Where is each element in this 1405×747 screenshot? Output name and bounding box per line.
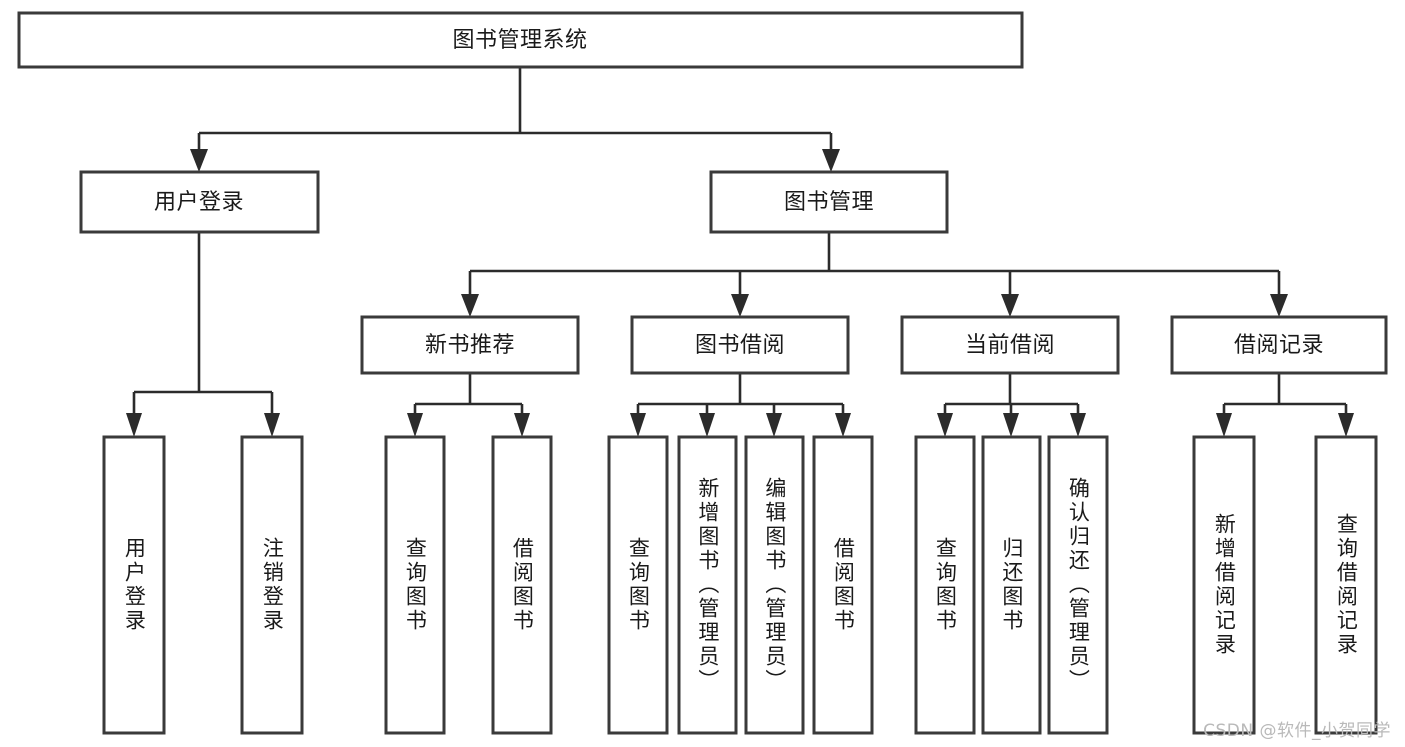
leaf-box-book-borrow-2[interactable]: [744, 435, 805, 735]
connector-group-borrowrecord-to-leaves: [1216, 373, 1354, 437]
node-current-borrow[interactable]: 当前借阅: [900, 315, 1120, 375]
node-root[interactable]: 图书管理系统: [17, 11, 1024, 69]
leaf-box-book-borrow-1[interactable]: [677, 435, 738, 735]
connector-group-bookmgmt-to-level3: [461, 232, 1288, 317]
arrow-head-icon: [190, 149, 208, 172]
node-user-login-box[interactable]: [79, 170, 320, 234]
node-book-management-label: 图书管理: [784, 190, 874, 215]
node-book-borrow-label: 图书借阅: [695, 333, 785, 358]
node-book-borrow-box[interactable]: [630, 315, 850, 375]
node-user-login[interactable]: 用户登录: [79, 170, 320, 234]
leaf-box-new-book-1[interactable]: [491, 435, 553, 735]
leaf-boxes-borrow-record: [1192, 435, 1378, 735]
node-user-login-label: 用户登录: [154, 190, 244, 215]
leaf-box-current-borrow-0[interactable]: [914, 435, 976, 735]
leaf-boxes-current-borrow: [914, 435, 1109, 735]
node-current-borrow-label: 当前借阅: [965, 333, 1055, 358]
node-new-book-recommend[interactable]: 新书推荐: [360, 315, 580, 375]
csdn-watermark: CSDN @软件_小贺同学: [1203, 721, 1391, 741]
leaf-boxes-user-login: [102, 435, 304, 735]
leaf-box-user-login-0[interactable]: [102, 435, 166, 735]
arrow-head-icon: [1070, 413, 1086, 437]
leaf-boxes-new-book-recommend: [384, 435, 553, 735]
node-root-label: 图书管理系统: [452, 28, 587, 53]
leaf-boxes-book-borrow: [607, 435, 874, 735]
connector-group-root-to-level2: [190, 67, 840, 172]
arrow-head-icon: [264, 413, 280, 437]
arrow-head-icon: [822, 149, 840, 172]
arrow-head-icon: [937, 413, 953, 437]
leaf-box-borrow-record-1[interactable]: [1314, 435, 1378, 735]
leaf-box-book-borrow-0[interactable]: [607, 435, 669, 735]
arrow-head-icon: [514, 413, 530, 437]
node-current-borrow-box[interactable]: [900, 315, 1120, 375]
node-root-box[interactable]: [17, 11, 1024, 69]
arrow-head-icon: [126, 413, 142, 437]
arrow-head-icon: [835, 413, 851, 437]
leaf-box-borrow-record-0[interactable]: [1192, 435, 1256, 735]
arrow-head-icon: [766, 413, 782, 437]
connector-group-currentborrow-to-leaves: [937, 373, 1086, 437]
arrow-head-icon: [699, 413, 715, 437]
arrow-head-icon: [1338, 413, 1354, 437]
arrow-head-icon: [461, 294, 479, 317]
arrow-head-icon: [731, 294, 749, 317]
node-borrow-record-label: 借阅记录: [1234, 333, 1324, 358]
connector-group-newbook-to-leaves: [407, 373, 530, 437]
arrow-head-icon: [1216, 413, 1232, 437]
node-borrow-record-box[interactable]: [1170, 315, 1388, 375]
arrow-head-icon: [1001, 294, 1019, 317]
node-book-management-box[interactable]: [709, 170, 949, 234]
leaf-box-book-borrow-3[interactable]: [812, 435, 874, 735]
node-borrow-record[interactable]: 借阅记录: [1170, 315, 1388, 375]
arrow-head-icon: [1003, 413, 1019, 437]
leaf-box-current-borrow-1[interactable]: [981, 435, 1042, 735]
arrow-head-icon: [630, 413, 646, 437]
leaf-box-user-login-1[interactable]: [240, 435, 304, 735]
node-new-book-recommend-box[interactable]: [360, 315, 580, 375]
leaf-box-new-book-0[interactable]: [384, 435, 446, 735]
node-new-book-recommend-label: 新书推荐: [425, 333, 515, 358]
connector-group-bookborrow-to-leaves: [630, 373, 851, 437]
arrow-head-icon: [1270, 294, 1288, 317]
arrow-head-icon: [407, 413, 423, 437]
leaf-box-current-borrow-2[interactable]: [1047, 435, 1109, 735]
node-book-management[interactable]: 图书管理: [709, 170, 949, 234]
connector-group-userlogin-to-leaves: [126, 232, 280, 437]
node-book-borrow[interactable]: 图书借阅: [630, 315, 850, 375]
